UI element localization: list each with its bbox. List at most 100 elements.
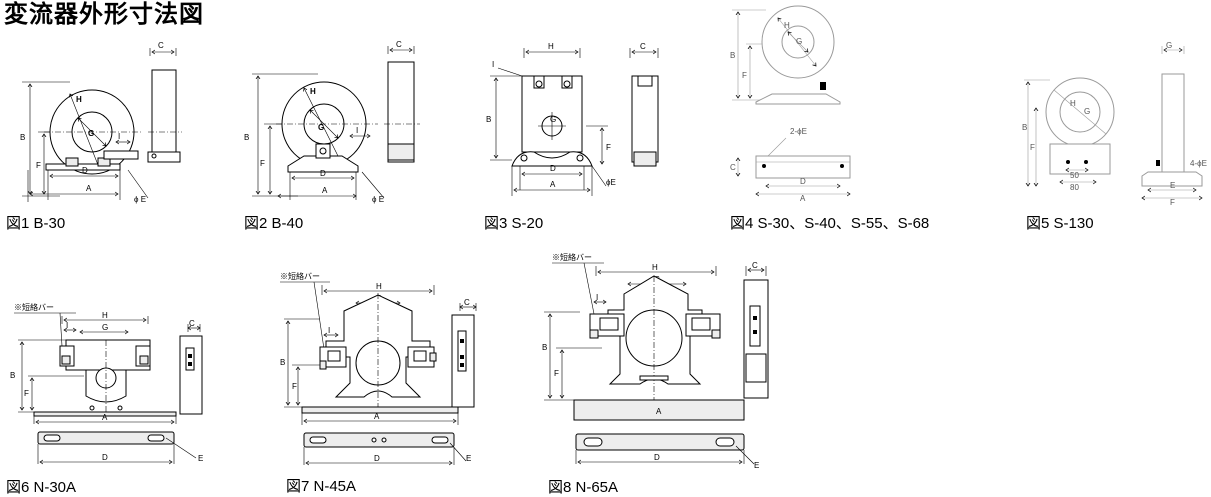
s-130-drawing: B F H G 50 80 G 4-ϕE E F: [1022, 41, 1207, 207]
n-30a-label-a: A: [102, 413, 108, 422]
n-45a-label-short-bar: ※短絡バー: [280, 271, 320, 281]
s-20-label-h: H: [548, 42, 554, 51]
b-40-drawing: B F G H I D A ϕ E C: [244, 40, 420, 204]
n-65a-label-a: A: [656, 407, 662, 416]
n-30a-label-f: F: [24, 389, 29, 398]
b-30-label-c: C: [158, 41, 164, 50]
s-130-label-top-g: G: [1166, 41, 1172, 50]
b-40-label-h: H: [310, 87, 316, 96]
s-130-side-view: [1161, 73, 1185, 173]
n-30a-label-d: D: [102, 453, 108, 462]
n-65a-label-e: E: [754, 461, 759, 470]
n-65a-label-b: B: [542, 343, 547, 352]
n-30a-label-b: B: [10, 371, 15, 380]
s-30-68-label-g: G: [796, 37, 802, 46]
n-30a-drawing: ※短絡バー H G I B F A E: [10, 302, 203, 476]
s-30-68-label-d: D: [800, 177, 806, 186]
n-30a-label-h: H: [102, 311, 108, 320]
b-30-label-e: ϕ E: [134, 195, 146, 204]
s-130-label-b: B: [1022, 123, 1027, 132]
n-65a-label-short-bar: ※短絡バー: [552, 252, 592, 262]
s-130-label-f: F: [1030, 143, 1035, 152]
figure-n-45a: ※短絡バー H G I B F A: [280, 265, 510, 497]
n-45a-label-c: C: [464, 298, 470, 307]
figure-s-30-68: B F H G 2-ϕE C D A 図4 S-30、S-40、S-55、S-6…: [726, 0, 966, 240]
b-30-label-a: A: [86, 184, 92, 193]
s-20-label-g: G: [550, 115, 556, 124]
s-30-68-label-e: 2-ϕE: [790, 127, 807, 136]
b-30-label-d: D: [82, 166, 88, 175]
figure-caption: 図4 S-30、S-40、S-55、S-68: [730, 215, 930, 232]
s-130-label-g: G: [1084, 107, 1090, 116]
figure-caption: 図5 S-130: [1026, 215, 1094, 232]
b-40-label-e: ϕ E: [372, 195, 384, 204]
s-30-68-drawing: B F H G 2-ϕE C D A: [730, 5, 966, 203]
n-30a-label-i: I: [66, 321, 68, 330]
b-40-label-f: F: [260, 159, 265, 168]
n-65a-label-i: I: [596, 293, 598, 302]
figure-caption: 図3 S-20: [484, 215, 544, 232]
n-45a-label-h: H: [376, 282, 382, 291]
s-30-68-label-b: B: [730, 51, 735, 60]
s-20-drawing: H I B G F D A ϕE C: [486, 42, 659, 196]
n-65a-label-h: H: [652, 263, 658, 272]
b-30-side-view: [151, 69, 177, 163]
s-130-label-80: 80: [1070, 183, 1079, 192]
b-40-label-c: C: [396, 40, 402, 49]
n-45a-label-a: A: [374, 412, 380, 421]
n-65a-base: [573, 399, 745, 421]
n-45a-drawing: ※短絡バー H G I B F A: [280, 271, 510, 475]
s-130-label-50: 50: [1070, 171, 1079, 180]
b-30-terminal: [103, 150, 139, 160]
figure-caption: 図8 N-65A: [548, 479, 619, 496]
s-30-68-label-f: F: [742, 71, 747, 80]
n-30a-base-plan: [37, 431, 175, 445]
n-65a-label-f: F: [554, 369, 559, 378]
page-title: 変流器外形寸法図: [4, 0, 204, 28]
s-20-side-view: [631, 75, 659, 163]
s-30-68-label-h: H: [784, 21, 790, 30]
b-30-label-g: G: [88, 129, 94, 138]
s-20-label-f: F: [606, 143, 611, 152]
n-65a-base-plan: [575, 433, 745, 451]
n-65a-label-d: D: [654, 453, 660, 462]
n-45a-label-b: B: [280, 358, 285, 367]
b-40-label-i: I: [356, 126, 358, 135]
b-40-label-a: A: [322, 186, 328, 195]
s-30-68-label-a: A: [800, 194, 806, 203]
figure-n-65a: ※短絡バー H G I B F A E: [540, 250, 780, 497]
n-45a-label-f: F: [292, 382, 297, 391]
n-45a-label-d: D: [374, 454, 380, 463]
figure-caption: 図2 B-40: [244, 215, 304, 232]
n-30a-base: [33, 411, 177, 417]
b-40-label-g: G: [318, 123, 324, 132]
b-40-label-b: B: [244, 133, 249, 142]
b-30-label-h: H: [76, 95, 82, 104]
n-30a-label-short-bar: ※短絡バー: [14, 302, 54, 312]
b-30-label-f: F: [36, 161, 41, 170]
figure-b-30: B F G H I D A ϕ E C 図1: [0, 40, 200, 240]
b-30-drawing: B F G H I D A ϕ E C: [20, 41, 182, 204]
s-20-label-d: D: [550, 164, 556, 173]
figure-caption: 図6 N-30A: [6, 479, 77, 496]
s-20-label-b: B: [486, 115, 491, 124]
n-65a-label-c: C: [752, 261, 758, 270]
b-40-label-d: D: [320, 169, 326, 178]
s-30-68-base: [755, 155, 851, 179]
figure-caption: 図7 N-45A: [286, 478, 357, 495]
b-30-label-b: B: [20, 133, 25, 142]
s-30-68-label-c: C: [730, 163, 736, 172]
s-20-label-e: ϕE: [606, 178, 616, 187]
figure-caption: 図1 B-30: [6, 215, 66, 232]
s-20-label-i: I: [492, 60, 494, 69]
s-20-label-c: C: [640, 42, 646, 51]
n-45a-label-e: E: [466, 454, 471, 463]
n-30a-label-e: E: [198, 454, 203, 463]
s-130-label-h: H: [1070, 99, 1076, 108]
figure-b-40: B F G H I D A ϕ E C 図2 B-40: [238, 40, 438, 240]
s-130-label-hole: 4-ϕE: [1190, 159, 1207, 168]
s-20-label-a: A: [550, 180, 556, 189]
figure-s-130: B F H G 50 80 G 4-ϕE E F 図5 S-130: [1020, 40, 1211, 240]
figure-n-30a: ※短絡バー H G I B F A E: [0, 296, 230, 497]
n-30a-label-g: G: [102, 323, 108, 332]
